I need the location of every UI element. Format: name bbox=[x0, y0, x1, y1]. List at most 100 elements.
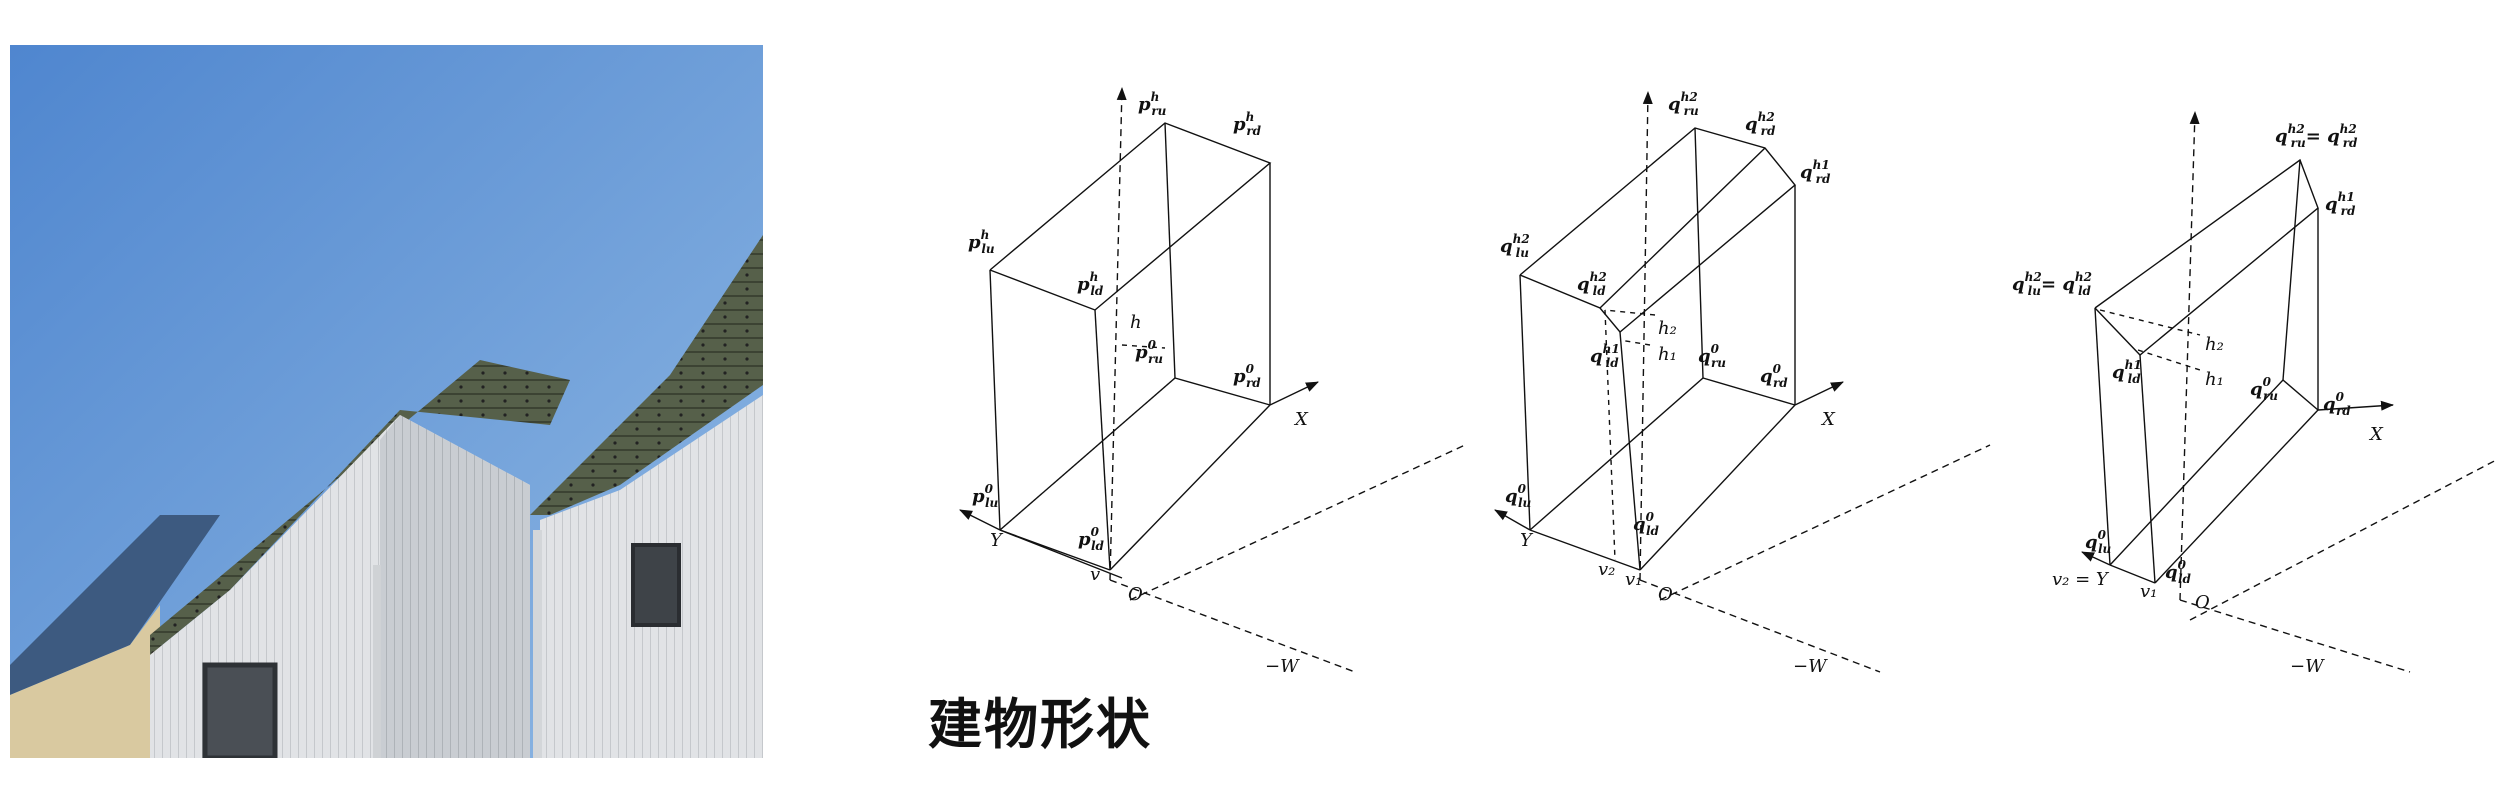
svg-text:O: O bbox=[2195, 592, 2210, 613]
gable-bottom-front bbox=[1529, 529, 1641, 571]
svg-text:O: O bbox=[1128, 584, 1143, 605]
box-edge-ru bbox=[1164, 122, 1176, 379]
diagram-gable bbox=[1494, 91, 1991, 673]
svg-text:Y: Y bbox=[1520, 530, 1534, 551]
box-bottom-back2 bbox=[1174, 377, 1271, 406]
svg-text:−W: −W bbox=[1793, 656, 1828, 677]
right-house-downspout bbox=[533, 530, 542, 758]
svg-text:−W: −W bbox=[2290, 656, 2325, 677]
svg-text:v₂: v₂ bbox=[1598, 559, 1615, 580]
box-bottom-back bbox=[999, 377, 1176, 531]
back-diagonal bbox=[2189, 458, 2497, 621]
diagram-shed bbox=[2081, 111, 2497, 673]
svg-text:h₂: h₂ bbox=[2205, 334, 2224, 355]
shed-bottom-back bbox=[2109, 379, 2284, 566]
svg-text:−W: −W bbox=[1265, 656, 1300, 677]
middle-house-roof bbox=[150, 360, 570, 655]
svg-text:O: O bbox=[1658, 584, 1673, 605]
gable-edge-ru bbox=[1694, 127, 1704, 379]
middle-house-window bbox=[202, 662, 278, 758]
gable-bottom-back bbox=[1529, 377, 1704, 531]
gable-edge-ld bbox=[1619, 331, 1641, 571]
far-house-roof bbox=[10, 515, 220, 695]
back-diagonal bbox=[1659, 444, 1991, 601]
hidden-h2 bbox=[1604, 309, 1656, 316]
back-diagonal bbox=[1129, 444, 1466, 601]
w-axis bbox=[2179, 599, 2411, 673]
svg-text:Y: Y bbox=[990, 530, 1004, 551]
svg-text:v₂ = Y: v₂ = Y bbox=[2052, 569, 2110, 590]
gable-ridge bbox=[1599, 147, 1766, 309]
shed-bottom-right bbox=[2154, 409, 2319, 584]
house-photo bbox=[10, 45, 763, 758]
box-edge-ld bbox=[1094, 309, 1111, 571]
box-edge-lu bbox=[989, 269, 1001, 531]
hidden-edge-1 bbox=[1121, 344, 1166, 349]
caption-title: 建物形状 bbox=[928, 693, 1152, 756]
svg-text:h: h bbox=[1130, 312, 1142, 333]
y-axis bbox=[1494, 509, 1531, 531]
svg-text:h₂: h₂ bbox=[1658, 318, 1677, 339]
x-axis bbox=[2317, 400, 2394, 411]
x-axis bbox=[1269, 381, 1319, 406]
w-axis bbox=[1109, 579, 1356, 673]
svg-text:X: X bbox=[1293, 409, 1309, 430]
gable-edge-lu bbox=[1519, 274, 1531, 531]
y-axis bbox=[959, 509, 1001, 531]
svg-text:v₁: v₁ bbox=[2140, 581, 2157, 602]
hidden-h1 bbox=[1619, 339, 1651, 346]
right-house-roof bbox=[530, 235, 763, 515]
hidden-h1 bbox=[2137, 349, 2201, 371]
svg-text:h₁: h₁ bbox=[1658, 344, 1677, 365]
front-ground bbox=[999, 529, 1123, 579]
middle-house-gable-shade bbox=[380, 415, 530, 758]
box-top bbox=[989, 122, 1272, 311]
shed-top bbox=[2094, 158, 2319, 356]
diagram-box bbox=[959, 87, 1466, 673]
svg-text:X: X bbox=[1820, 409, 1836, 430]
svg-text:h₁: h₁ bbox=[2205, 369, 2224, 390]
x-axis bbox=[1794, 381, 1844, 406]
vertical-axis bbox=[1639, 91, 1653, 581]
shed-edge-ld bbox=[2139, 354, 2156, 584]
svg-text:X: X bbox=[2368, 424, 2384, 445]
hidden-h2 bbox=[2099, 309, 2201, 336]
gable-bottom-back2 bbox=[1702, 377, 1796, 406]
shed-edge-ru bbox=[2282, 159, 2301, 381]
box-bottom-right bbox=[1109, 404, 1271, 571]
w-axis bbox=[1639, 579, 1881, 673]
vertical-axis bbox=[1109, 87, 1127, 581]
right-house-vent bbox=[631, 543, 681, 627]
downspout bbox=[373, 565, 381, 758]
y-axis bbox=[2081, 551, 2111, 566]
vertical-axis bbox=[2179, 111, 2200, 601]
hidden-v2 bbox=[1604, 309, 1616, 561]
svg-text:v: v bbox=[1090, 564, 1100, 585]
